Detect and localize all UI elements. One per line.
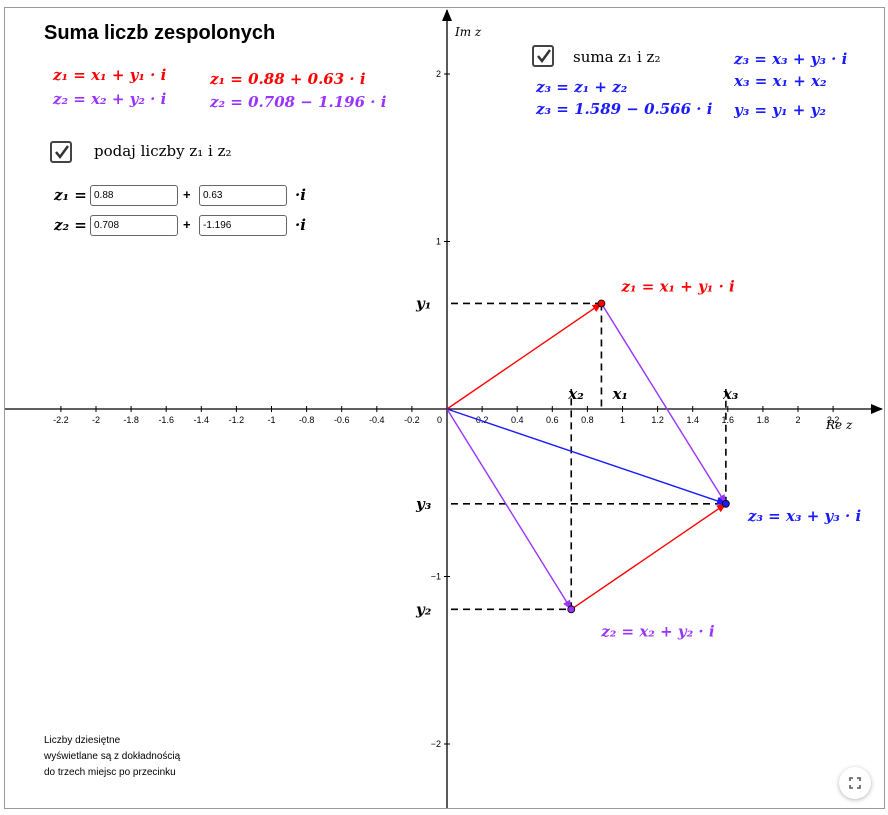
- y3-definition: y₃ = y₁ + y₂: [734, 101, 826, 119]
- page-title: Suma liczb zespolonych: [44, 22, 276, 44]
- z1-plus-sign: +: [183, 187, 191, 202]
- y-tick-label: 1: [436, 237, 441, 247]
- point-z1[interactable]: [597, 299, 606, 308]
- label-x1: x₁: [611, 385, 628, 403]
- point-z2[interactable]: [567, 605, 576, 614]
- z2-imag-input[interactable]: [199, 215, 287, 236]
- label-x2: x₂: [567, 385, 584, 403]
- show-inputs-checkbox[interactable]: [50, 141, 72, 163]
- label-y3: y₃: [415, 495, 432, 513]
- z1-definition: z₁ = x₁ + y₁ · i: [53, 66, 167, 84]
- point-label-z1: z₁ = x₁ + y₁ · i: [620, 277, 735, 295]
- z2-plus-sign: +: [183, 217, 191, 232]
- point-label-z3: z₃ = x₃ + y₃ · i: [747, 507, 862, 525]
- z2-real-input[interactable]: [90, 215, 178, 236]
- x-tick-label: -1.6: [158, 415, 174, 425]
- x-axis-label: Re z: [825, 418, 853, 432]
- label-y1: y₁: [415, 294, 431, 312]
- x-tick-label: 1.4: [686, 415, 699, 425]
- z3-definition: z₃ = x₃ + y₃ · i: [734, 50, 848, 68]
- x-tick-label: -1.4: [194, 415, 210, 425]
- x3-definition: x₃ = x₁ + x₂: [734, 72, 827, 90]
- z2-times-i: ·i: [295, 216, 306, 234]
- z1-value: z₁ = 0.88 + 0.63 · i: [210, 70, 366, 88]
- x-tick-label: -2: [92, 415, 100, 425]
- fullscreen-icon: [849, 777, 861, 789]
- vector-z1-shifted: [570, 503, 727, 610]
- y-tick-label: −1: [431, 572, 441, 582]
- x-tick-label: 0.6: [546, 415, 559, 425]
- x-tick-label: -0.8: [299, 415, 315, 425]
- x-tick-label: 1: [620, 415, 625, 425]
- x-tick-label: 1.2: [651, 415, 664, 425]
- y-axis-label: Im z: [454, 25, 482, 39]
- x-tick-label: 2: [795, 415, 800, 425]
- z2-input-label: z₂ =: [54, 216, 87, 234]
- x-tick-label: 1.6: [722, 415, 735, 425]
- z1-input-label: z₁ =: [54, 186, 87, 204]
- z3-sum-formula: z₃ = z₁ + z₂: [536, 78, 628, 96]
- z2-value: z₂ = 0.708 − 1.196 · i: [210, 93, 387, 111]
- y-tick-label: −2: [431, 739, 441, 749]
- x-tick-label: 0.8: [581, 415, 594, 425]
- x-tick-label: 1.8: [757, 415, 770, 425]
- checkmark-icon: [537, 49, 552, 64]
- note-line: Liczby dziesiętne: [44, 735, 121, 746]
- label-y2: y₂: [415, 600, 432, 618]
- precision-note: Liczby dziesiętne wyświetlane są z dokła…: [44, 733, 180, 781]
- vector-z3: [446, 408, 727, 505]
- show-sum-checkbox[interactable]: [532, 45, 554, 67]
- vector-z1: [446, 302, 603, 410]
- x-tick-label: -0.2: [404, 415, 420, 425]
- z2-definition: z₂ = x₂ + y₂ · i: [53, 90, 167, 108]
- vector-z2-shifted: [600, 303, 727, 505]
- applet-frame: -2.2 -2 -1.8 -1.6 -1.4 -1.2 -1 -0.8 -0.6 -0.4 -0.2…: [4, 7, 885, 809]
- z1-real-input[interactable]: [90, 185, 178, 206]
- show-sum-label: suma z₁ i z₂: [573, 48, 661, 66]
- x-tick-label: -1.8: [123, 415, 139, 425]
- fullscreen-button[interactable]: [839, 767, 871, 799]
- checkmark-icon: [55, 145, 70, 160]
- y-tick-label: 2: [436, 69, 441, 79]
- x-tick-label: -2.2: [53, 415, 69, 425]
- show-inputs-label: podaj liczby z₁ i z₂: [94, 142, 232, 160]
- x-tick-label: -0.6: [334, 415, 350, 425]
- x-tick-label: 0.2: [476, 415, 489, 425]
- z3-value: z₃ = 1.589 − 0.566 · i: [536, 100, 713, 118]
- point-label-z2: z₂ = x₂ + y₂ · i: [600, 622, 715, 640]
- z1-times-i: ·i: [295, 186, 306, 204]
- x-tick-label: 0: [437, 415, 442, 425]
- point-z3[interactable]: [721, 499, 730, 508]
- z1-imag-input[interactable]: [199, 185, 287, 206]
- x-tick-label: 0.4: [511, 415, 524, 425]
- note-line: wyświetlane są z dokładnością: [44, 751, 181, 762]
- note-line: do trzech miejsc po przecinku: [44, 767, 176, 778]
- x-tick-label: -1: [267, 415, 275, 425]
- label-x3: x₃: [722, 385, 739, 403]
- x-tick-label: -1.2: [229, 415, 245, 425]
- vector-z2: [446, 408, 572, 611]
- x-tick-label: 2.2: [827, 415, 840, 425]
- x-tick-label: -0.4: [369, 415, 385, 425]
- complex-plane[interactable]: -2.2 -2 -1.8 -1.6 -1.4 -1.2 -1 -0.8 -0.6 -0.4 -0.2…: [5, 8, 885, 809]
